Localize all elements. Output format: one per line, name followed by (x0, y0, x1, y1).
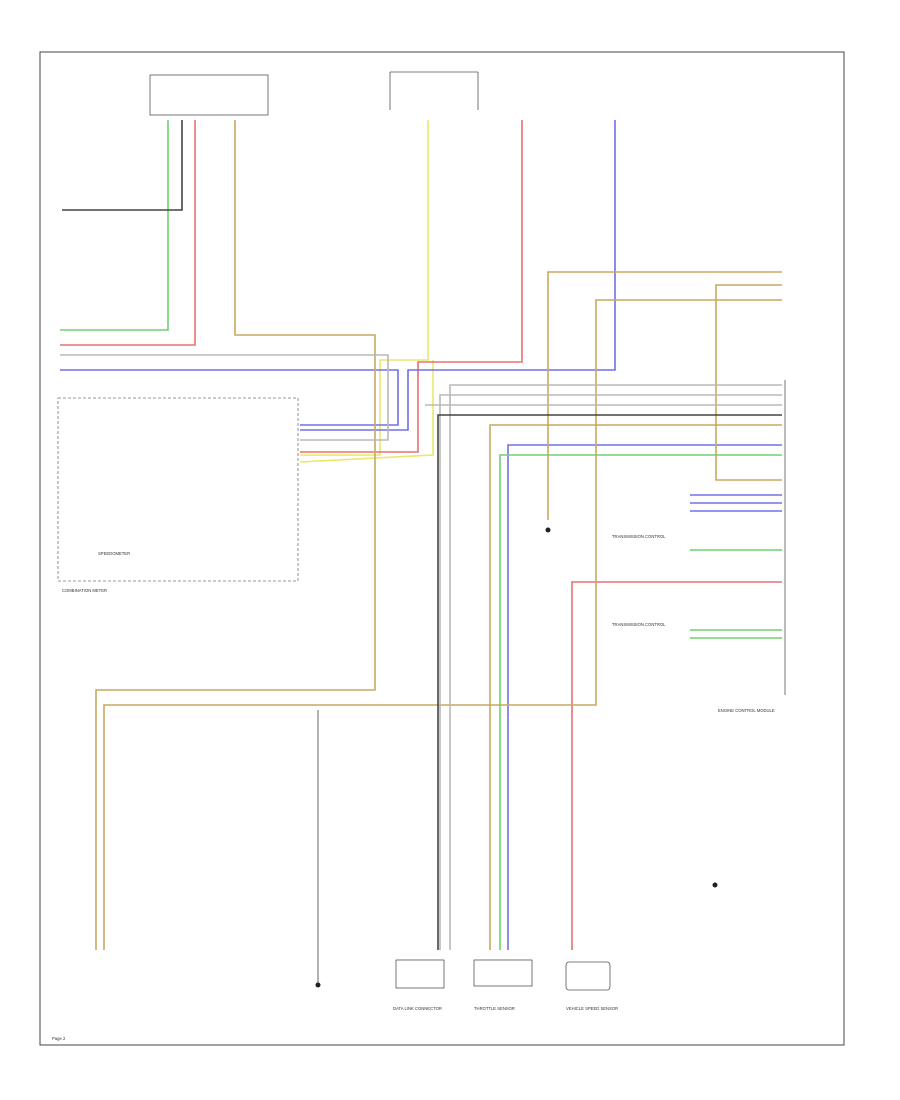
throttle-sensor-box (473, 959, 533, 987)
ground-symbol-3 (712, 882, 718, 888)
ecm-label: ENGINE CONTROL MODULE (718, 708, 775, 713)
speedometer-label: SPEEDOMETER (98, 551, 130, 556)
red-wire (300, 120, 523, 453)
blue-wire-4 (507, 444, 782, 950)
green-wire-2 (690, 549, 782, 639)
grey-wire-4 (60, 354, 389, 441)
data-link-connector-label: DATA LINK CONNECTOR (393, 1006, 442, 1011)
fuse-block-outline (389, 71, 479, 110)
page-marker: Page 2 (52, 1036, 66, 1041)
grey-wire (449, 384, 782, 950)
throttle-sensor-label: THROTTLE SENSOR (474, 1006, 515, 1011)
top-connector-box (149, 74, 269, 116)
blue-wire-3 (690, 494, 782, 512)
vehicle-speed-sensor-label: VEHICLE SPEED SENSOR (566, 1006, 618, 1011)
data-link-connector-box (395, 959, 445, 989)
yellow-wire-2 (299, 360, 434, 463)
grey-wire-2 (439, 394, 782, 950)
tan-wire-5 (489, 424, 782, 950)
transmission-control-label: TRANSMISSION CONTROL (612, 534, 666, 539)
vehicle-speed-sensor-box (565, 961, 611, 991)
black-wire (437, 414, 782, 950)
green-wire-3 (499, 454, 782, 950)
tan-wire-4 (103, 299, 782, 950)
ground-symbol (315, 982, 321, 988)
yellow-wire (300, 120, 429, 456)
blue-wire-2 (60, 369, 399, 426)
tan-wire-3 (715, 284, 782, 481)
combination-meter-label: COMBINATION METER (62, 588, 107, 593)
black-wire-2 (62, 120, 183, 211)
diagram-frame (39, 51, 845, 1046)
tan-wire-2 (547, 271, 782, 520)
red-wire-2 (60, 120, 196, 346)
transmission-control-label-2: TRANSMISSION CONTROL (612, 622, 666, 627)
wire-group (60, 120, 782, 985)
green-wire (60, 120, 169, 331)
ground-symbol-2 (545, 527, 551, 533)
tan-wire (95, 120, 376, 950)
combination-meter-box (57, 397, 299, 582)
blue-wire (300, 120, 616, 431)
red-wire-3 (571, 581, 782, 950)
